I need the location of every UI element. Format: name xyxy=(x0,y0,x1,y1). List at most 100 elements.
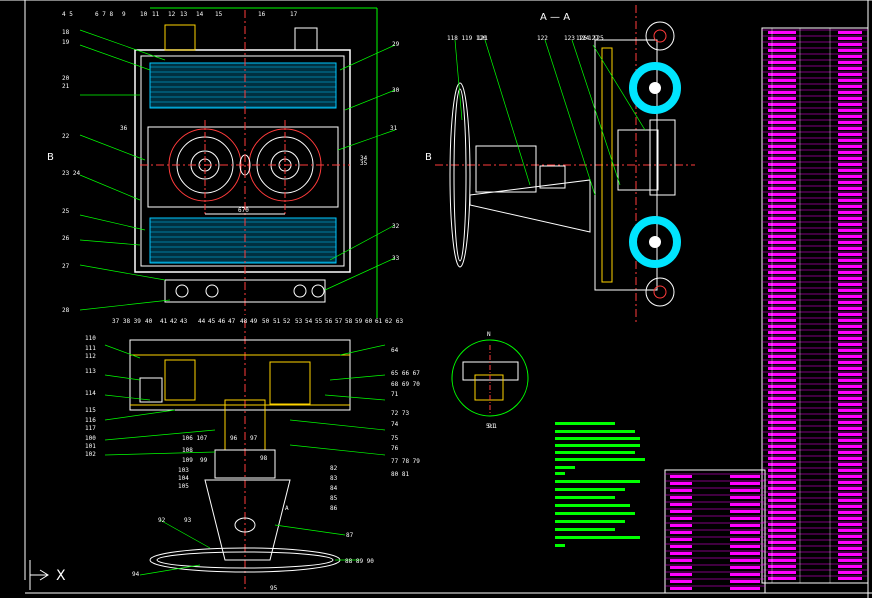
balloon-label: 31 xyxy=(390,125,398,132)
dimension-670: 670 xyxy=(238,207,249,214)
balloon-label: 100 xyxy=(85,435,96,442)
balloon-label: 23 24 xyxy=(62,170,80,177)
note-line xyxy=(555,451,635,454)
balloon-label: 109 xyxy=(182,457,193,464)
balloon-label: 121 xyxy=(477,35,488,42)
balloon-label: 101 xyxy=(85,443,96,450)
balloon-label: 50 xyxy=(262,318,270,325)
note-line xyxy=(555,496,615,499)
balloon-label: 54 xyxy=(305,318,313,325)
balloon-label: 19 xyxy=(62,39,70,46)
axis-x-label: X xyxy=(56,568,66,584)
balloon-label: 45 xyxy=(208,318,216,325)
view-mark-a: A xyxy=(285,505,289,512)
balloon-label: 42 xyxy=(170,318,178,325)
balloon-label: 77 78 79 xyxy=(391,458,420,465)
balloon-label: 25 xyxy=(62,208,70,215)
balloon-label: 87 xyxy=(346,532,354,539)
bom-table-bottom xyxy=(664,469,766,594)
balloon-label: 108 xyxy=(182,447,193,454)
section-label: A — A xyxy=(540,12,570,23)
balloon-label: 111 xyxy=(85,345,96,352)
view-mark-b-right: B xyxy=(425,152,432,163)
note-line xyxy=(555,422,615,425)
balloon-label: 76 xyxy=(391,445,399,452)
balloon-label: 93 xyxy=(184,517,192,524)
plan-view: 670 B B xyxy=(47,7,432,318)
balloon-label: 61 xyxy=(375,318,383,325)
balloon-label: 60 xyxy=(365,318,373,325)
balloon-label: 47 xyxy=(228,318,236,325)
balloon-label: 57 xyxy=(335,318,343,325)
balloon-label: 114 xyxy=(85,390,96,397)
note-line xyxy=(555,444,640,447)
balloon-label: 53 xyxy=(295,318,303,325)
note-line xyxy=(555,504,630,507)
balloon-label: 91 xyxy=(488,423,496,430)
view-mark-b-left: B xyxy=(47,152,54,163)
technical-notes xyxy=(555,422,645,547)
balloon-label: 72 73 xyxy=(391,410,409,417)
balloon-label: 92 xyxy=(158,517,166,524)
balloon-label: 112 xyxy=(85,353,96,360)
balloon-label: 102 xyxy=(85,451,96,458)
balloon-label: 14 xyxy=(196,11,204,18)
balloon-label: 88 89 90 xyxy=(345,558,374,565)
balloon-label: 97 xyxy=(250,435,258,442)
note-line xyxy=(555,466,575,469)
balloon-label: 117 xyxy=(85,425,96,432)
note-line xyxy=(555,528,615,531)
balloon-label: 126 xyxy=(576,35,587,42)
balloon-label: 56 xyxy=(325,318,333,325)
balloon-label: 51 xyxy=(273,318,281,325)
balloon-label: 103 xyxy=(178,467,189,474)
balloon-label: 55 xyxy=(315,318,323,325)
note-line xyxy=(555,512,635,515)
balloon-label: 48 xyxy=(240,318,248,325)
balloon-label: 46 xyxy=(218,318,226,325)
balloon-label: 116 xyxy=(85,417,96,424)
balloon-label: 37 38 39 xyxy=(112,318,141,325)
balloon-label: 98 xyxy=(260,455,268,462)
balloon-label: 44 xyxy=(198,318,206,325)
balloon-label: 10 xyxy=(140,11,148,18)
balloon-label: 62 63 xyxy=(385,318,403,325)
balloon-label: 84 xyxy=(330,485,338,492)
detail-n: N 5:1 xyxy=(451,331,529,430)
balloon-label: 64 xyxy=(391,347,399,354)
balloon-label: 74 xyxy=(391,421,399,428)
balloon-label: 20 xyxy=(62,75,70,82)
balloon-label: 110 xyxy=(85,335,96,342)
balloon-label: 118 119 120 xyxy=(447,35,487,42)
balloon-label: 86 xyxy=(330,505,338,512)
balloon-label: 115 xyxy=(85,407,96,414)
balloon-label: 49 xyxy=(250,318,258,325)
balloon-label: 85 xyxy=(330,495,338,502)
balloon-label: 43 xyxy=(180,318,188,325)
plan-leaders xyxy=(79,29,396,311)
balloon-label: 75 xyxy=(391,435,399,442)
bom-table-right xyxy=(761,27,869,584)
note-line xyxy=(555,544,565,547)
note-line xyxy=(555,458,645,461)
balloon-label: 16 xyxy=(258,11,266,18)
balloon-label: 113 xyxy=(85,368,96,375)
detail-scale: 5:1 xyxy=(486,423,497,430)
balloon-label: 65 66 67 xyxy=(391,370,420,377)
note-line xyxy=(555,472,565,475)
balloon-label: 27 xyxy=(62,263,70,270)
note-line xyxy=(555,520,625,523)
balloon-label: 9 xyxy=(122,11,126,18)
balloon-label: 12 xyxy=(168,11,176,18)
note-line xyxy=(555,430,635,433)
balloon-label: 13 xyxy=(180,11,188,18)
balloon-label: 59 xyxy=(355,318,363,325)
balloon-label: 80 81 xyxy=(391,471,409,478)
balloon-label: 32 xyxy=(392,223,400,230)
balloon-label: 106 107 xyxy=(182,435,208,442)
balloon-label: 58 xyxy=(345,318,353,325)
balloon-label: 127 xyxy=(588,35,599,42)
